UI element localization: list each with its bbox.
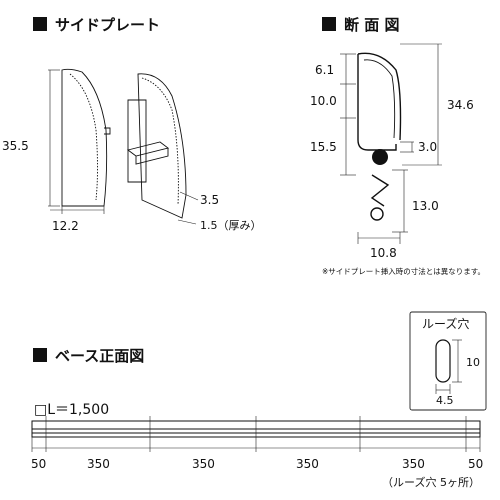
cross-section-bulb	[372, 149, 388, 165]
section-dim-10-8: 10.8	[370, 246, 397, 260]
base-hole-markers	[31, 416, 481, 452]
base-end-right-label: 50	[468, 457, 483, 471]
side-plate-left-drawing	[61, 68, 111, 207]
loose-hole-width-label: 4.5	[436, 394, 454, 407]
heading-bullet	[33, 17, 47, 31]
loose-hole-title: ルーズ穴	[422, 316, 469, 331]
loose-hole-dimensions	[435, 339, 462, 394]
thickness-leader-line	[177, 219, 197, 225]
section-dim-34-6: 34.6	[447, 98, 474, 112]
base-front-heading: ベース正面図	[55, 347, 144, 365]
lip-leader-line	[179, 191, 199, 201]
section-dim-10-0: 10.0	[310, 94, 337, 108]
heading-bullet	[322, 17, 336, 31]
section-dim-15-5: 15.5	[310, 140, 337, 154]
cross-section-left-dimensions	[340, 53, 356, 176]
cross-section-heading: 断 面 図	[344, 16, 399, 34]
base-spacing-label: 350	[192, 457, 215, 471]
base-spacing-label: 350	[87, 457, 110, 471]
loose-hole-height-label: 10	[466, 356, 480, 369]
base-spacing-label: 350	[296, 457, 319, 471]
heading-bullet	[33, 348, 47, 362]
side-plate-lip-label: 3.5	[200, 193, 219, 207]
base-end-left-label: 50	[31, 457, 46, 471]
cross-section-right-dimensions	[392, 43, 442, 233]
side-plate-height-dimension	[48, 69, 60, 207]
side-plate-width-dimension	[50, 206, 105, 214]
cross-section-width-dimension	[357, 232, 401, 244]
cross-section-profile	[357, 52, 402, 221]
base-length-label: □L＝1,500	[34, 402, 109, 418]
side-plate-height-label: 35.5	[2, 139, 29, 153]
section-dim-3-0: 3.0	[418, 140, 437, 154]
base-hole-note: （ルーズ穴 5ヶ所）	[382, 475, 480, 489]
side-plate-right-drawing	[126, 73, 187, 219]
side-plate-width-label: 12.2	[52, 219, 79, 233]
base-spacing-label: 350	[402, 457, 425, 471]
section-dim-13-0: 13.0	[412, 199, 439, 213]
section-dim-6-1: 6.1	[315, 63, 334, 77]
section-footnote: ※サイドプレート挿入時の寸法とは異なります。	[322, 266, 485, 276]
side-plate-thickness-label: 1.5（厚み）	[200, 219, 262, 232]
side-plate-heading: サイドプレート	[55, 16, 160, 34]
loose-hole-slot	[435, 339, 451, 383]
